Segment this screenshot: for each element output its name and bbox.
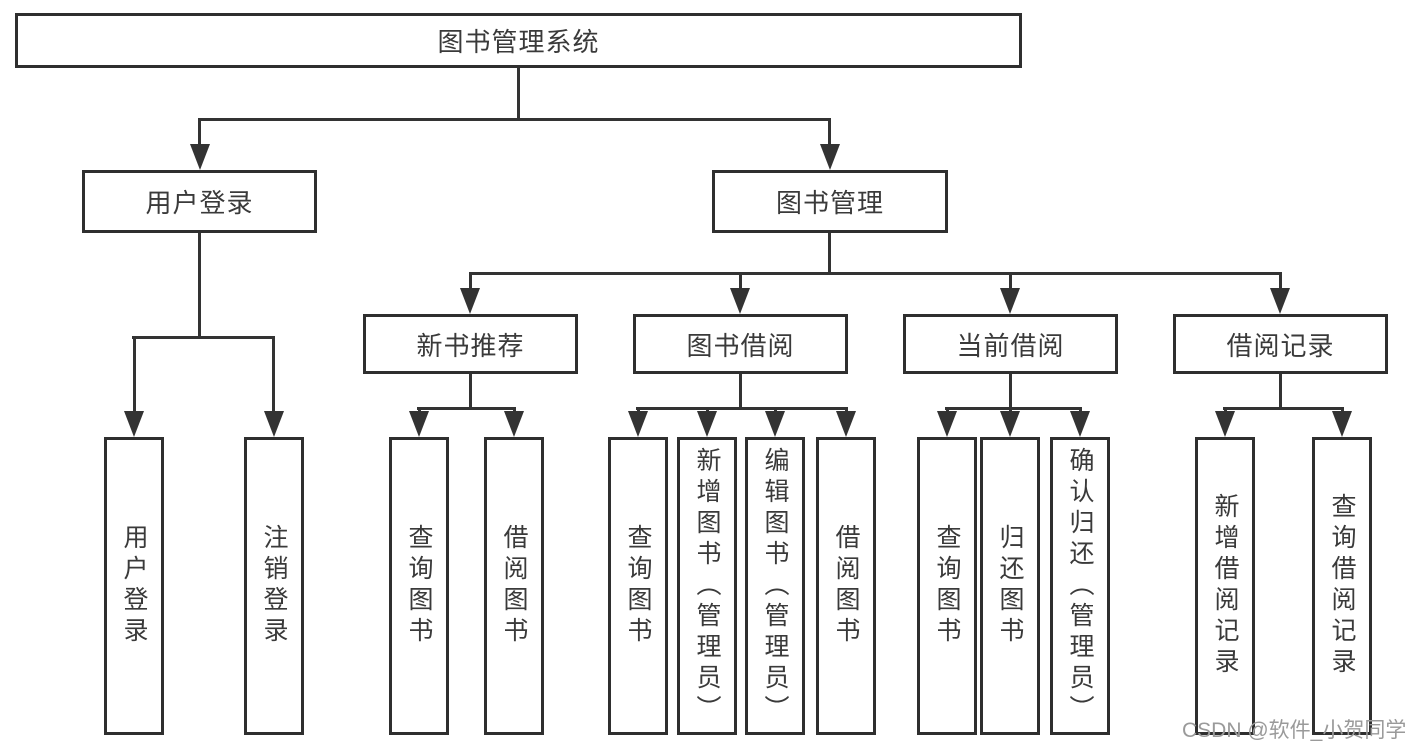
leaf-add-book-admin-label: 新增图书（管理员） xyxy=(693,446,721,726)
node-user-login-label: 用户登录 xyxy=(145,188,254,218)
connector-line xyxy=(198,118,831,121)
leaf-borrow-books-1: 借阅图书 xyxy=(484,437,544,735)
leaf-query-books-3: 查询图书 xyxy=(917,437,977,735)
leaf-return-book: 归还图书 xyxy=(980,437,1040,735)
csdn-watermark: CSDN @软件_小贺同学 xyxy=(1182,719,1405,742)
connector-line xyxy=(198,233,201,339)
leaf-confirm-return-admin: 确认归还（管理员） xyxy=(1050,437,1110,735)
leaf-edit-book-admin-label: 编辑图书（管理员） xyxy=(761,446,789,726)
connector-line xyxy=(1223,407,1343,410)
connector-line xyxy=(828,118,831,148)
arrow-down-icon xyxy=(504,411,524,437)
leaf-add-book-admin: 新增图书（管理员） xyxy=(677,437,737,735)
arrow-down-icon xyxy=(697,411,717,437)
leaf-borrow-books-2: 借阅图书 xyxy=(816,437,876,735)
arrow-down-icon xyxy=(124,411,144,437)
arrow-down-icon xyxy=(836,411,856,437)
leaf-return-book-label: 归还图书 xyxy=(996,524,1024,648)
leaf-logout: 注销登录 xyxy=(244,437,304,735)
connector-line xyxy=(469,374,472,410)
leaf-query-books-3-label: 查询图书 xyxy=(933,524,961,648)
arrow-down-icon xyxy=(937,411,957,437)
arrow-down-icon xyxy=(730,288,750,314)
connector-line xyxy=(469,272,472,290)
node-new-book-recommend-label: 新书推荐 xyxy=(416,330,525,361)
connector-line xyxy=(1279,272,1282,290)
connector-line xyxy=(1279,374,1282,410)
arrow-down-icon xyxy=(1000,288,1020,314)
leaf-query-borrow-record: 查询借阅记录 xyxy=(1312,437,1372,735)
leaf-query-books-1: 查询图书 xyxy=(389,437,449,735)
connector-line xyxy=(198,118,201,148)
node-root-label: 图书管理系统 xyxy=(437,27,600,57)
connector-line xyxy=(469,272,1282,275)
connector-line xyxy=(828,233,831,274)
leaf-edit-book-admin: 编辑图书（管理员） xyxy=(745,437,805,735)
arrow-down-icon xyxy=(765,411,785,437)
node-book-borrowing-label: 图书借阅 xyxy=(686,330,795,361)
node-current-borrowing: 当前借阅 xyxy=(903,314,1118,374)
arrow-down-icon xyxy=(1070,411,1090,437)
leaf-query-books-2-label: 查询图书 xyxy=(624,524,652,648)
node-user-login: 用户登录 xyxy=(82,170,317,233)
leaf-query-books-1-label: 查询图书 xyxy=(405,524,433,648)
arrow-down-icon xyxy=(1000,411,1020,437)
connector-line xyxy=(945,407,1081,410)
arrow-down-icon xyxy=(460,288,480,314)
leaf-confirm-return-admin-label: 确认归还（管理员） xyxy=(1066,446,1094,726)
connector-line xyxy=(636,407,847,410)
node-book-borrowing: 图书借阅 xyxy=(633,314,848,374)
leaf-logout-label: 注销登录 xyxy=(260,524,288,648)
arrow-down-icon xyxy=(264,411,284,437)
arrow-down-icon xyxy=(1270,288,1290,314)
node-current-borrowing-label: 当前借阅 xyxy=(956,330,1065,361)
leaf-query-borrow-record-label: 查询借阅记录 xyxy=(1328,493,1356,679)
connector-line xyxy=(1009,374,1012,410)
connector-line xyxy=(739,272,742,290)
arrow-down-icon xyxy=(820,144,840,170)
node-new-book-recommend: 新书推荐 xyxy=(363,314,578,374)
leaf-add-borrow-record-label: 新增借阅记录 xyxy=(1211,493,1239,679)
leaf-borrow-books-1-label: 借阅图书 xyxy=(500,524,528,648)
arrow-down-icon xyxy=(1215,411,1235,437)
arrow-down-icon xyxy=(409,411,429,437)
connector-line xyxy=(272,336,275,413)
leaf-user-login-label: 用户登录 xyxy=(120,524,148,648)
node-borrowing-records: 借阅记录 xyxy=(1173,314,1388,374)
connector-line xyxy=(133,336,136,413)
arrow-down-icon xyxy=(628,411,648,437)
connector-line xyxy=(517,68,520,120)
arrow-down-icon xyxy=(1332,411,1352,437)
connector-line xyxy=(1009,272,1012,290)
arrow-down-icon xyxy=(190,144,210,170)
node-book-management: 图书管理 xyxy=(712,170,948,233)
connector-line xyxy=(132,336,275,339)
leaf-user-login: 用户登录 xyxy=(104,437,164,735)
connector-line xyxy=(739,374,742,410)
leaf-borrow-books-2-label: 借阅图书 xyxy=(832,524,860,648)
leaf-query-books-2: 查询图书 xyxy=(608,437,668,735)
leaf-add-borrow-record: 新增借阅记录 xyxy=(1195,437,1255,735)
node-root: 图书管理系统 xyxy=(15,13,1022,68)
node-borrowing-records-label: 借阅记录 xyxy=(1226,330,1335,361)
node-book-management-label: 图书管理 xyxy=(775,188,884,218)
connector-line xyxy=(417,407,515,410)
